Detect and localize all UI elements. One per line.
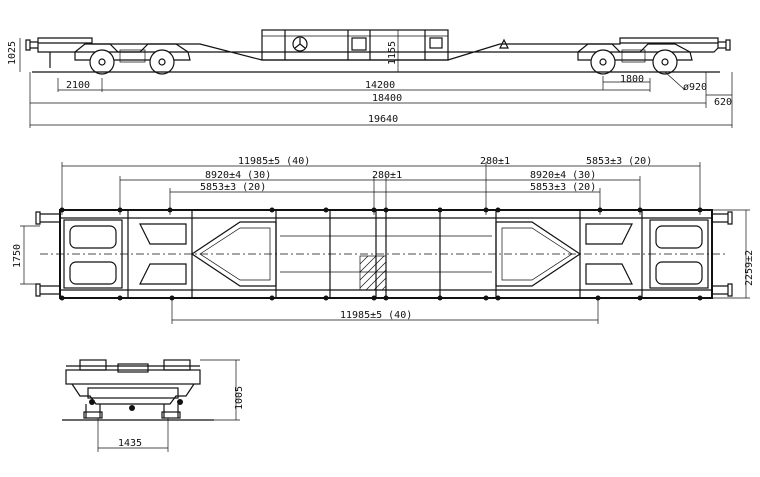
dim-row3-left-20: 5853±3 (20) <box>200 182 266 193</box>
right-buffer-top <box>712 211 733 225</box>
left-end-pad <box>69 261 117 285</box>
end-bolt <box>129 405 135 411</box>
dim-overhang: 620 <box>714 97 732 108</box>
cutout <box>585 263 633 285</box>
bolt-row-top <box>59 207 703 213</box>
left-end-section <box>63 219 123 289</box>
dim-length-over-ends: 18400 <box>372 93 402 104</box>
right-end-pad <box>655 261 703 285</box>
emblem-star <box>294 38 306 49</box>
top-view: 11985±5 (40) 280±1 5853±3 (20) 8920±4 (3… <box>12 156 755 324</box>
dim-wheel-diameter: ø920 <box>683 82 707 93</box>
right-buffer <box>718 39 731 51</box>
end-body <box>71 383 195 405</box>
diamond-inner <box>199 227 271 281</box>
wheel-left <box>83 411 103 419</box>
dim-top-span-40: 11985±5 (40) <box>238 156 310 167</box>
left-buffer-top <box>35 211 60 225</box>
end-frame <box>65 369 201 385</box>
dim-length-over-buffers: 19640 <box>368 114 398 125</box>
dim-row3-right-20: 5853±3 (20) <box>530 182 596 193</box>
end-block <box>163 359 191 371</box>
bolt-row-bottom <box>59 295 703 301</box>
cutout <box>139 263 187 285</box>
dim-top-280: 280±1 <box>480 156 510 167</box>
wheel-right <box>161 411 181 419</box>
dim-width-left: 1750 <box>12 244 23 268</box>
left-buffer-bottom <box>35 283 60 297</box>
left-bogie <box>74 43 191 75</box>
warning-triangle-icon <box>499 38 509 49</box>
end-block <box>79 359 107 371</box>
dim-width-right: 2259±2 <box>744 250 755 286</box>
leader-line <box>664 71 686 91</box>
diamond-inner <box>501 227 573 281</box>
dim-row2-mid-280: 280±1 <box>372 170 402 181</box>
end-wheels <box>85 404 179 418</box>
right-end-pad <box>655 225 703 249</box>
right-buffer-bottom <box>712 283 733 297</box>
dim-bogie-wheelbase: 1800 <box>620 74 644 85</box>
end-bolt <box>89 399 95 405</box>
side-view: 1025 1155 2100 14200 1800 ø920 18400 620… <box>7 29 733 128</box>
dim-end-height: 1005 <box>234 386 245 410</box>
right-end-section <box>649 219 709 289</box>
center-box <box>261 29 449 61</box>
dim-row2-left-30: 8920±4 (30) <box>205 170 271 181</box>
left-buffer <box>25 39 38 51</box>
end-bolster <box>87 387 179 399</box>
frame-outline <box>37 37 719 61</box>
emblem-icon <box>292 36 308 52</box>
box-panel <box>351 37 367 51</box>
dim-bogie-offset: 2100 <box>66 80 90 91</box>
end-bolt <box>177 399 183 405</box>
dim-gauge: 1435 <box>118 438 142 449</box>
dim-row2-right-30: 8920±4 (30) <box>530 170 596 181</box>
end-view: 1005 1435 <box>62 359 245 452</box>
right-bogie <box>577 43 693 75</box>
end-center-block <box>117 363 149 373</box>
left-end-pad <box>69 225 117 249</box>
dim-bogie-centers: 14200 <box>365 80 395 91</box>
box-panel <box>429 37 443 49</box>
dim-bottom-span-40: 11985±5 (40) <box>340 310 412 321</box>
dim-mid-height: 1155 <box>387 41 398 65</box>
cutout <box>139 223 187 245</box>
dim-height-end: 1025 <box>7 41 18 65</box>
cutout <box>585 223 633 245</box>
hatched-section <box>359 255 387 291</box>
dim-top-right-20: 5853±3 (20) <box>586 156 652 167</box>
